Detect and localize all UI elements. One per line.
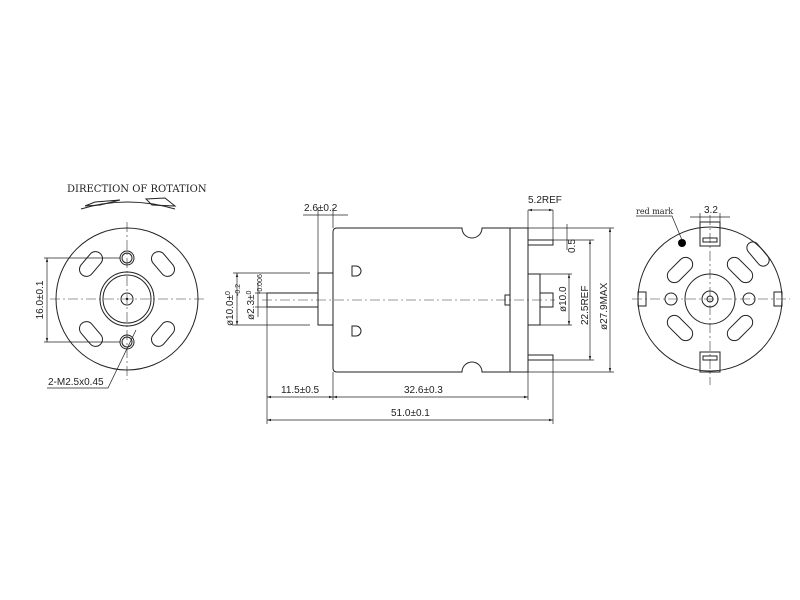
- boss-diameter-dim: ø10.0±0: [225, 291, 236, 326]
- rear-view: red mark 3.2: [632, 205, 790, 385]
- rotation-title: DIRECTION OF ROTATION: [67, 184, 207, 195]
- front-view: DIRECTION OF ROTATION 16.0±0.1 2-M: [35, 184, 207, 389]
- body-length-dim: 32.6±0.3: [404, 385, 443, 396]
- overall-length-dim: 51.0±0.1: [391, 408, 430, 419]
- hole-spacing-dim: 16.0±0.1: [35, 280, 46, 319]
- shaft-length-dim: 11.5±0.5: [281, 385, 320, 396]
- shaft: [266, 292, 319, 308]
- side-view: 2.6±0.2 5.2REF 0.5 ø10.0 22.5REF ø27.9MA…: [225, 195, 614, 424]
- flange-thickness-dim: 2.6±0.2: [304, 203, 338, 214]
- shaft-tolerance-lower: -0.006: [257, 274, 264, 294]
- motor-body: [332, 227, 511, 373]
- thread-callout: 2-M2.5x0.45: [48, 377, 104, 388]
- terminal-bottom: [699, 351, 721, 373]
- vent-slots: [666, 241, 770, 342]
- red-mark-label: red mark: [636, 207, 673, 216]
- red-mark-dot: [678, 239, 686, 247]
- boss-tolerance-lower: -0.2: [235, 284, 242, 296]
- body-diameter-dim: ø27.9MAX: [599, 282, 610, 330]
- terminal-top: [699, 221, 721, 247]
- rotation-arrow-icon: [80, 197, 177, 210]
- terminal-width-dim: 3.2: [704, 205, 718, 216]
- mount-hole: [119, 334, 135, 350]
- vent-slots: [79, 251, 175, 347]
- terminal-offset-dim: 0.5: [567, 239, 578, 253]
- front-outline: [55, 227, 199, 371]
- terminal-span-dim: 22.5REF: [580, 286, 591, 325]
- rear-boss-diameter-dim: ø10.0: [558, 286, 569, 312]
- front-boss: [317, 272, 334, 326]
- rear-cap-dim: 5.2REF: [528, 195, 562, 206]
- rear-boss: [527, 273, 541, 326]
- shaft-diameter-dim: ø2.3±0: [246, 291, 257, 321]
